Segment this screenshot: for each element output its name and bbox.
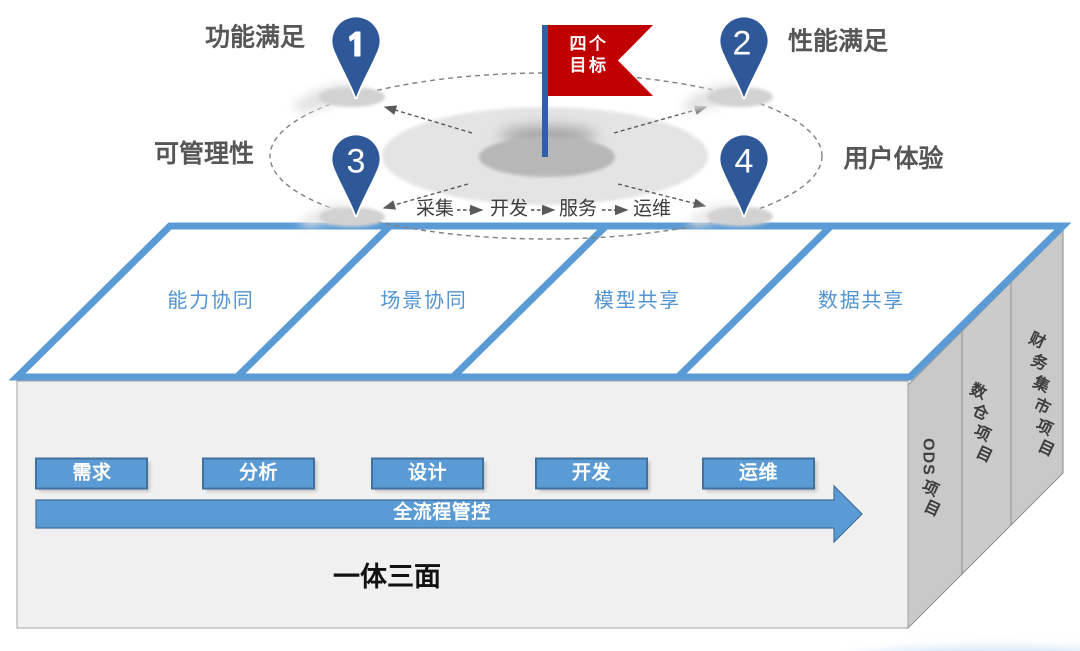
svg-text:项: 项: [971, 422, 993, 445]
svg-text:采集: 采集: [416, 198, 454, 220]
svg-text:ODS: ODS: [920, 438, 937, 476]
svg-text:设计: 设计: [408, 462, 447, 484]
svg-text:全流程管控: 全流程管控: [392, 500, 491, 523]
svg-text:能力协同: 能力协同: [167, 289, 254, 312]
svg-text:一体三面: 一体三面: [333, 562, 441, 592]
svg-text:2: 2: [733, 25, 752, 63]
svg-text:模型共享: 模型共享: [594, 289, 681, 312]
svg-text:分析: 分析: [239, 461, 278, 484]
svg-text:运维: 运维: [739, 461, 778, 484]
svg-text:场景协同: 场景协同: [380, 289, 467, 312]
svg-text:项: 项: [1033, 416, 1055, 439]
svg-text:需求: 需求: [72, 461, 112, 484]
svg-text:财: 财: [1025, 328, 1048, 352]
svg-text:开发: 开发: [572, 461, 612, 484]
svg-text:开发: 开发: [490, 198, 528, 220]
svg-text:可管理性: 可管理性: [154, 139, 254, 168]
svg-text:功能满足: 功能满足: [205, 23, 305, 52]
svg-text:市: 市: [1031, 394, 1054, 418]
svg-text:目: 目: [973, 443, 995, 466]
svg-text:性能满足: 性能满足: [788, 27, 888, 56]
svg-text:目: 目: [1035, 437, 1057, 460]
svg-text:目标: 目标: [570, 55, 609, 75]
svg-text:服务: 服务: [559, 198, 597, 220]
svg-text:运维: 运维: [633, 198, 671, 220]
svg-text:4: 4: [735, 143, 754, 181]
svg-text:3: 3: [347, 143, 366, 181]
svg-text:目: 目: [921, 497, 943, 520]
svg-text:用户体验: 用户体验: [843, 144, 943, 173]
svg-text:四个: 四个: [570, 34, 609, 54]
svg-text:数据共享: 数据共享: [818, 289, 905, 312]
svg-text:项: 项: [919, 477, 941, 500]
